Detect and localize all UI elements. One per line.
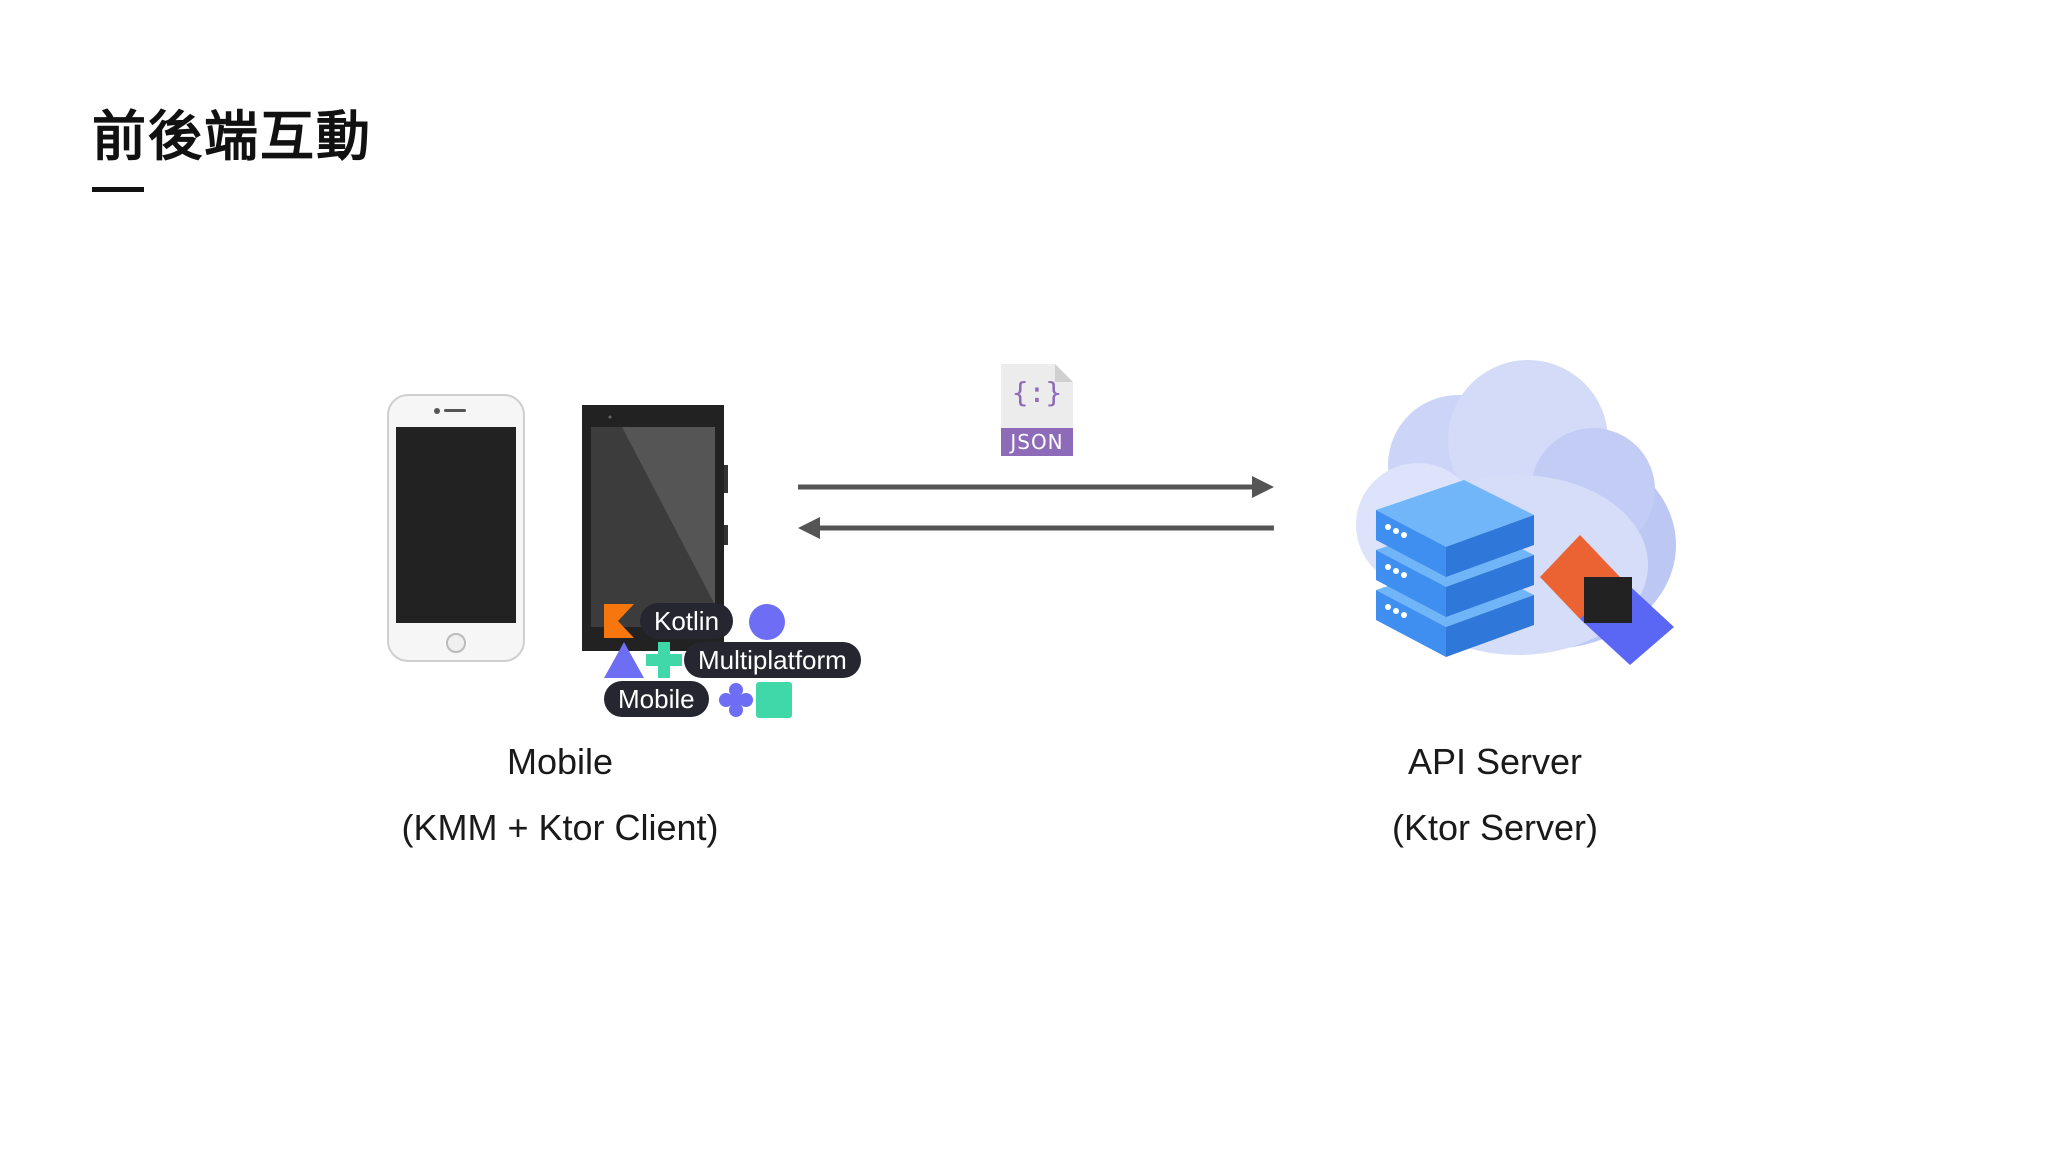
request-arrow	[798, 476, 1274, 498]
purple-circle-icon	[749, 604, 785, 640]
kmm-badge: Kotlin Multiplatform Mobile	[600, 600, 890, 720]
kotlin-label: Kotlin	[640, 603, 734, 639]
mobile-badge-label: Mobile	[604, 681, 709, 717]
multiplatform-label: Multiplatform	[684, 642, 861, 678]
flower-icon	[719, 683, 753, 717]
mobile-label: Mobile	[506, 741, 614, 782]
response-arrow	[798, 517, 1274, 539]
plus-icon	[646, 642, 682, 678]
iphone-icon	[387, 394, 525, 662]
title-underline	[92, 187, 144, 192]
green-square-icon	[756, 682, 792, 718]
triangle-icon	[604, 642, 644, 678]
server-label: API Server	[1407, 741, 1583, 782]
json-label: JSON	[1010, 430, 1064, 454]
kotlin-logo-icon	[604, 604, 634, 638]
json-file-icon: {:} JSON	[1001, 364, 1073, 456]
json-glyph: {:}	[1011, 376, 1063, 409]
server-sublabel: (Ktor Server)	[1391, 807, 1599, 848]
slide-title: 前後端互動	[92, 105, 372, 168]
mobile-sublabel: (KMM + Ktor Client)	[401, 807, 719, 848]
android-phone-icon	[582, 405, 728, 651]
cloud-server-icon	[1356, 360, 1676, 665]
